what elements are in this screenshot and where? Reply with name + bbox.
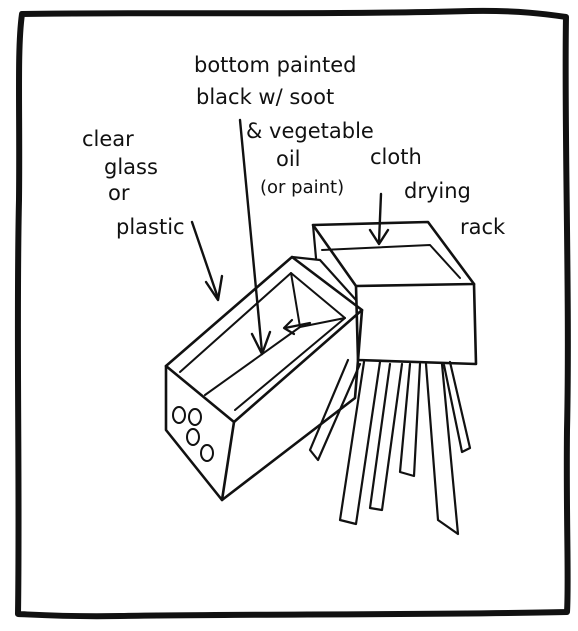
arrow-icon: [368, 192, 390, 246]
label-vegetable: & vegetable: [246, 119, 374, 143]
air-hole-icon: [200, 444, 214, 462]
air-hole-icon: [188, 408, 202, 426]
arrow-icon: [282, 318, 312, 336]
label-or: or: [108, 181, 130, 205]
arrow-icon: [190, 220, 224, 302]
drying-rack: [311, 220, 478, 366]
label-or-paint: (or paint): [260, 177, 344, 198]
air-hole-icon: [186, 428, 200, 446]
label-bottom-painted: bottom painted: [194, 53, 356, 77]
label-rack: rack: [460, 215, 506, 239]
label-clear: clear: [82, 127, 134, 151]
arrow-icon: [238, 118, 272, 356]
air-hole-icon: [172, 406, 186, 424]
label-glass: glass: [104, 155, 158, 179]
label-cloth: cloth: [370, 145, 422, 169]
label-oil: oil: [276, 147, 301, 171]
label-black-soot: black w/ soot: [196, 85, 334, 109]
label-drying: drying: [404, 179, 471, 203]
frame-border: [14, 7, 571, 620]
glass-box: [164, 255, 364, 502]
label-plastic: plastic: [116, 215, 185, 239]
cloth-strips: [308, 358, 472, 536]
